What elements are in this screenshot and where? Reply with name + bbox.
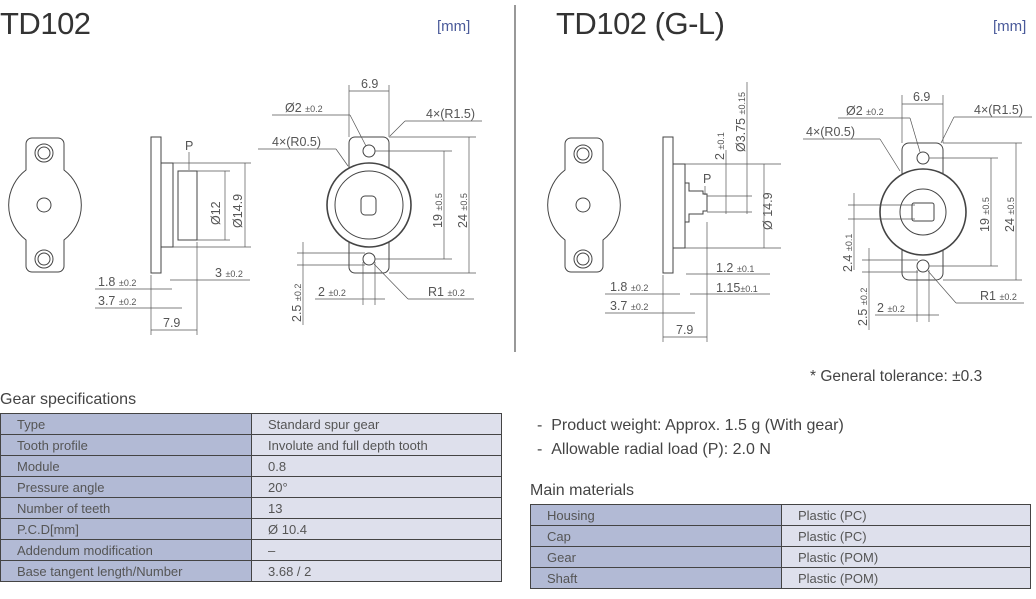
dim-r1.5: 4×(R1.5) xyxy=(974,103,1023,117)
dim-p: P xyxy=(703,172,711,186)
dim-19: 19 ±0.5 xyxy=(431,193,445,228)
dim-7.9: 7.9 xyxy=(163,316,180,330)
table-row: Addendum modification– xyxy=(0,539,502,561)
materials-heading: Main materials xyxy=(530,482,635,499)
note-weight: - Product weight: Approx. 1.5 g (With ge… xyxy=(537,417,844,434)
dim-r1: R1 ±0.2 xyxy=(428,285,465,299)
dim-3: 3 ±0.2 xyxy=(215,266,243,280)
left-unit: [mm] xyxy=(437,18,471,35)
table-row: P.C.D[mm]Ø 10.4 xyxy=(0,518,502,540)
dim-d12: Ø12 xyxy=(209,201,223,225)
dim-2: 2 ±0.2 xyxy=(318,285,346,299)
dim-1.15: 1.15±0.1 xyxy=(716,281,758,295)
left-top-view: 6.9 Ø2 ±0.2 4×(R1.5) 4×(R0.5) 19 ±0.5 24… xyxy=(258,77,482,325)
dim-6.9: 6.9 xyxy=(361,77,378,91)
right-top-view: 6.9 Ø2 ±0.2 4×(R1.5) 4×(R0.5) 19 ±0.5 24… xyxy=(803,90,1032,330)
dim-3.7: 3.7 ±0.2 xyxy=(610,299,648,313)
left-title: TD102 xyxy=(0,6,91,41)
right-side-view: Ø 14.9 2 ±0.1 Ø3.75 ±0.15 P 1.2 ±0.1 1.1… xyxy=(605,82,781,342)
dim-2-v: 2 ±0.1 xyxy=(713,132,727,160)
dim-p: P xyxy=(185,139,193,153)
dim-r0.5: 4×(R0.5) xyxy=(806,125,855,139)
dim-19: 19 ±0.5 xyxy=(978,197,992,232)
dim-7.9: 7.9 xyxy=(676,323,693,337)
dim-hole: Ø2 ±0.2 xyxy=(846,104,884,118)
dim-d149: Ø14.9 xyxy=(231,194,245,228)
general-tolerance: * General tolerance: ±0.3 xyxy=(810,368,983,385)
dim-r0.5: 4×(R0.5) xyxy=(272,135,321,149)
dim-2.5: 2.5 ±0.2 xyxy=(856,288,870,326)
gear-specs-heading: Gear specifications xyxy=(0,391,137,408)
right-unit: [mm] xyxy=(993,18,1027,35)
dim-6.9: 6.9 xyxy=(913,90,930,104)
dim-1.2: 1.2 ±0.1 xyxy=(716,261,754,275)
technical-drawings: P Ø12 Ø14.9 3 ±0.2 1.8 ±0.2 3.7 ±0.2 7.9… xyxy=(8,5,1032,352)
left-side-view: P Ø12 Ø14.9 3 ±0.2 1.8 ±0.2 3.7 ±0.2 7.9 xyxy=(95,136,251,335)
dim-r1.5: 4×(R1.5) xyxy=(426,107,475,121)
dim-24: 24 ±0.5 xyxy=(456,193,470,228)
dim-2.4: 2.4 ±0.1 xyxy=(841,234,855,272)
dim-d14.9: Ø 14.9 xyxy=(761,192,775,230)
left-front-view xyxy=(8,137,82,273)
dim-hole: Ø2 ±0.2 xyxy=(285,101,323,115)
right-front-view xyxy=(547,137,621,273)
dim-3.7: 3.7 ±0.2 xyxy=(98,294,136,308)
dim-2: 2 ±0.2 xyxy=(877,301,905,315)
dim-d3.75: Ø3.75 ±0.15 xyxy=(734,92,748,152)
dim-1.8: 1.8 ±0.2 xyxy=(98,275,136,289)
dim-24: 24 ±0.5 xyxy=(1003,197,1017,232)
dim-2.5: 2.5 ±0.2 xyxy=(290,284,304,322)
dim-1.8: 1.8 ±0.2 xyxy=(610,280,648,294)
note-radial-load: - Allowable radial load (P): 2.0 N xyxy=(537,441,771,458)
right-title: TD102 (G-L) xyxy=(556,6,725,41)
dim-r1: R1 ±0.2 xyxy=(980,289,1017,303)
